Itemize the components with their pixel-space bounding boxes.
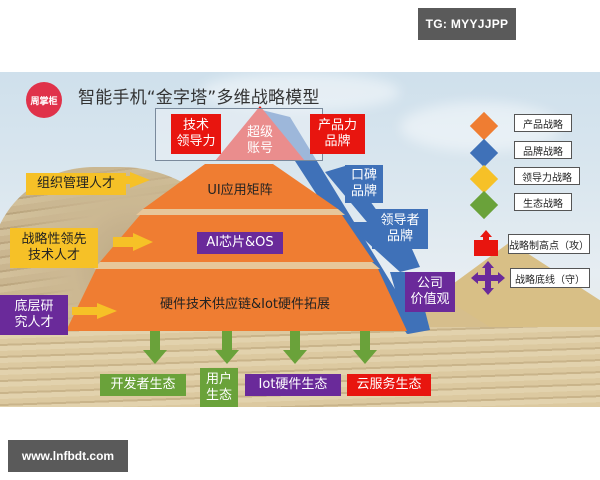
legend-product-label: 产品战略 (514, 114, 572, 132)
strategy-pyramid-diagram: 周掌柜 智能手机“金字塔”多维战略模型 技术领导力 (0, 72, 600, 407)
apex-label: 超级账号 (246, 125, 273, 156)
diagram-title: 智能手机“金字塔”多维战略模型 (78, 88, 320, 108)
developer-ecosystem-tag: 开发者生态 (100, 374, 186, 396)
layer-hardware-label: 硬件技术供应链&Iot硬件拓展 (159, 296, 331, 312)
legend-defend-label: 战略底线（守） (510, 268, 590, 288)
layer-ui-label: UI应用矩阵 (207, 182, 273, 198)
attack-arrow-icon (474, 230, 498, 256)
basic-research-talent-tag: 底层研究人才 (0, 295, 68, 335)
tech-leadership-box: 技术领导力 (171, 114, 221, 154)
org-management-talent-tag: 组织管理人才 (26, 173, 126, 195)
company-values-tag: 公司价值观 (405, 272, 455, 312)
layer-hardware (66, 269, 407, 331)
leader-brand-tag: 领导者品牌 (372, 209, 428, 249)
user-ecosystem-tag: 用户生态 (200, 368, 238, 407)
cloud-service-ecosystem-tag: 云服务生态 (347, 374, 431, 396)
legend-brand-label: 品牌战略 (514, 141, 572, 159)
logo-badge: 周掌柜 (26, 82, 62, 118)
defend-four-way-arrow-icon (471, 261, 505, 295)
iot-ecosystem-tag: Iot硬件生态 (245, 374, 341, 396)
legend-attack-label: 战略制高点（攻） (508, 234, 590, 254)
strategic-tech-talent-tag: 战略性领先技术人才 (10, 228, 98, 268)
layer-ui (143, 164, 338, 209)
cloud (200, 72, 400, 112)
legend-leadership-label: 领导力战略 (514, 167, 580, 185)
watermark-bottom: www.lnfbdt.com (8, 440, 128, 472)
watermark-top: TG: MYYJJPP (418, 8, 516, 40)
product-brand-box: 产品力品牌 (310, 114, 365, 154)
layer-ai-label: AI芯片&OS (197, 232, 283, 254)
word-of-mouth-brand-tag: 口碑品牌 (345, 165, 383, 203)
legend-ecosystem-label: 生态战略 (514, 193, 572, 211)
